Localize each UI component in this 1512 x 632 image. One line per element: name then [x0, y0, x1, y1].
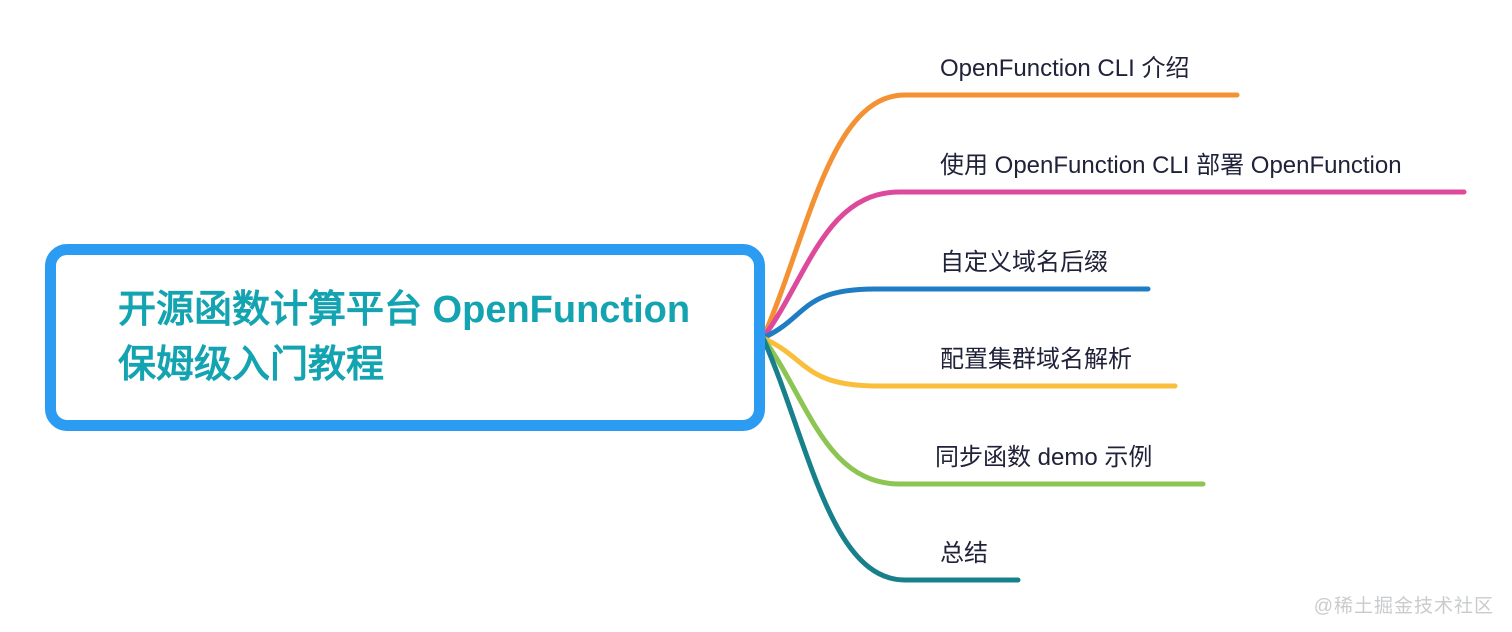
root-topic-node[interactable]: 开源函数计算平台 OpenFunction 保姆级入门教程: [45, 244, 765, 431]
branch-node-summary[interactable]: 总结: [940, 540, 988, 567]
root-topic-line2: 保姆级入门教程: [118, 343, 385, 386]
branch-node-cluster-dns-config[interactable]: 配置集群域名解析: [940, 346, 1132, 373]
root-topic-line1: 开源函数计算平台 OpenFunction: [118, 288, 691, 331]
branch-node-sync-function-demo[interactable]: 同步函数 demo 示例: [935, 444, 1153, 471]
branch-node-custom-domain-suffix[interactable]: 自定义域名后缀: [940, 249, 1108, 276]
watermark: @稀土掘金技术社区: [1313, 596, 1494, 617]
branch-node-deploy-with-cli[interactable]: 使用 OpenFunction CLI 部署 OpenFunction: [940, 152, 1402, 179]
branch-node-cli-intro[interactable]: OpenFunction CLI 介绍: [940, 55, 1190, 82]
